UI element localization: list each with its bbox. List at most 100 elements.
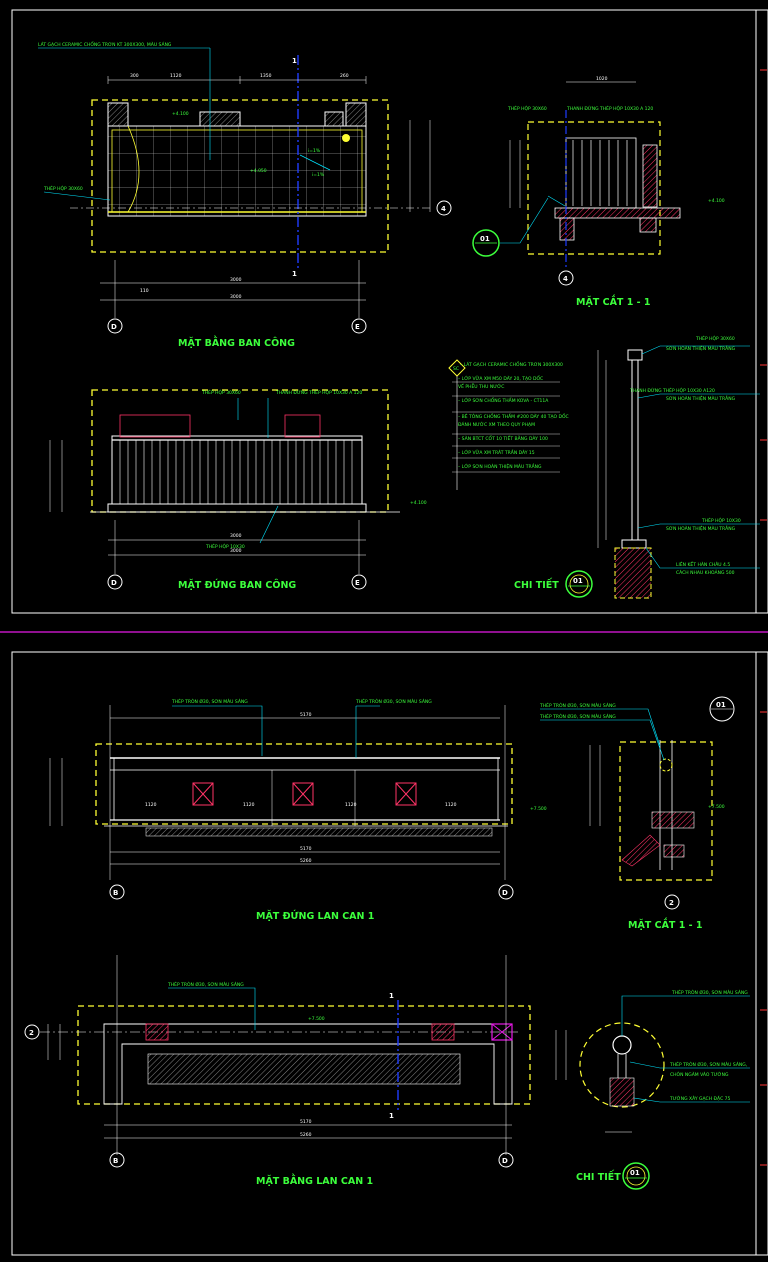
railing-detail-note-1: THÉP TRÒN Ø30, SƠN MÀU SÁNG [671, 988, 748, 996]
grid-bubble-2-sec: 2 [664, 894, 680, 910]
section-level: +4.100 [708, 198, 725, 204]
sheet1-titleblock [755, 9, 768, 614]
railing-elev-level: +7.500 [530, 806, 547, 812]
railing-sec-note-2: THÉP TRÒN Ø30, SƠN MÀU SÁNG [539, 712, 616, 720]
layer-item-5: – BÊ TÔNG CHỐNG THẤM #200 DÀY 40 TẠO DỐC [458, 412, 569, 420]
svg-text:1120: 1120 [345, 802, 357, 808]
section-title: MẶT CẮT 1 - 1 [576, 295, 650, 308]
layer-item-4: – LỚP SƠN CHỐNG THẤM KOVA - CT11A [458, 396, 549, 404]
section-steel-note: THÉP HỘP 30X60 [507, 104, 547, 112]
svg-text:D: D [502, 1157, 508, 1165]
svg-text:1120: 1120 [145, 802, 157, 808]
svg-text:3000: 3000 [230, 277, 242, 283]
detail-bubble-railing-sec: 01 [709, 696, 735, 722]
layer-item-3: VỀ PHỄU THU NƯỚC [458, 382, 504, 390]
railing-detail-note-4: TƯỜNG XÂY GẠCH ĐẶC 75 [669, 1095, 731, 1102]
svg-text:1350: 1350 [260, 73, 272, 79]
detail-bubble-section: 01 [472, 229, 500, 257]
detail-note-5: THÉP HỘP 10X30 [701, 516, 741, 524]
railing-detail-note-3: CHÔN NGÀM VÀO TƯỜNG [670, 1071, 729, 1078]
detail-bubble: 01 [565, 570, 593, 598]
svg-text:01: 01 [480, 235, 490, 243]
balcony-detail [597, 345, 760, 599]
railing-openings [192, 782, 417, 806]
railing-plan-level: +7.500 [308, 1016, 325, 1022]
svg-text:5170: 5170 [300, 712, 312, 718]
svg-text:3000: 3000 [230, 533, 242, 539]
detail-note-4: SƠN HOÀN THIỆN MÀU TRẮNG [666, 394, 736, 402]
railing-plan-note: THÉP TRÒN Ø30, SƠN MÀU SÁNG [167, 980, 244, 988]
detail-note-8: CÁCH NHAU KHOẢNG 500 [676, 568, 735, 576]
section-bars-note: THANH ĐỨNG THÉP HỘP 10X30 A 120 [566, 104, 653, 112]
svg-text:1020: 1020 [596, 76, 608, 82]
elev-level: +4.100 [410, 500, 427, 506]
railing-detail [555, 995, 750, 1133]
railing-plan-cut-bottom: 1 [389, 1112, 394, 1120]
railing-plan-title: MẶT BẰNG LAN CAN 1 [256, 1174, 373, 1187]
railing-plan-dim-2: 5260 [300, 1132, 312, 1138]
elev-steel-note: THÉP HỘP 30X60 [201, 388, 241, 396]
plan-steel-note: THÉP HỘP 30X60 [43, 184, 83, 192]
layer-item-2: – LỚP VỮA XM M50 DÀY 20, TẠO DỐC [458, 374, 543, 382]
detail-note-3: THANH ĐỨNG THÉP HỘP 10X30 A120 [629, 386, 715, 394]
svg-text:260: 260 [340, 73, 349, 79]
railing-detail-bubble: 01 [622, 1162, 650, 1190]
svg-text:1120: 1120 [243, 802, 255, 808]
plan-slope-1: i=1% [308, 148, 321, 154]
svg-text:D: D [502, 889, 508, 897]
grid-bubble-2-plan: 2 [24, 1024, 40, 1040]
svg-text:110: 110 [140, 288, 149, 294]
svg-text:B: B [113, 889, 118, 897]
detail-note-2: SƠN HOÀN THIỆN MÀU TRẮNG [666, 344, 736, 352]
layer-badge: SC [453, 366, 459, 372]
grid-bubble-b-plan: B [109, 1152, 125, 1168]
plan-slope-2: i=1% [312, 172, 325, 178]
railing-elev-title: MẶT ĐỨNG LAN CAN 1 [256, 910, 374, 922]
railing-plan-cut-top: 1 [389, 992, 394, 1000]
svg-text:01: 01 [573, 577, 583, 585]
railing-elevation: 5170 1120 1120 1120 1120 [49, 705, 513, 880]
svg-text:2: 2 [669, 899, 674, 907]
layer-item-1: – LÁT GẠCH CERAMIC CHỐNG TRƠN 300X300 [460, 360, 563, 368]
balcony-elevation: 3000 3000 [49, 389, 400, 574]
elev-bottom-note: THÉP HỘP 10X30 [205, 542, 245, 550]
plan-steel-leader [43, 191, 111, 201]
layer-item-9: – LỚP SƠN HOÀN THIỆN MÀU TRẮNG [458, 462, 542, 470]
svg-text:E: E [355, 323, 360, 331]
railing-sec-level: +7.500 [708, 804, 725, 810]
railing-detail-note-2: THÉP TRÒN Ø30, SƠN MÀU SÁNG, [669, 1060, 747, 1068]
svg-text:D: D [111, 579, 117, 587]
railing-elev-note-2: THÉP TRÒN Ø30, SƠN MÀU SÁNG [355, 697, 432, 705]
grid-bubble-d-elev: D [107, 574, 123, 590]
svg-text:300: 300 [130, 73, 139, 79]
grid-bubble-e-elev: E [351, 574, 367, 590]
layer-legend [448, 359, 560, 490]
railing-elev-dim-1: 5170 [300, 846, 312, 852]
svg-text:D: D [111, 323, 117, 331]
section-1-1: 1020 [500, 76, 681, 270]
plan-title: MẶT BẰNG BAN CÔNG [178, 336, 295, 349]
grid-bubble-b-elev: B [109, 884, 125, 900]
layer-item-6: ĐÁNH NƯỚC XM THEO QUY PHẠM [458, 421, 535, 428]
railing-sec-note-1: THÉP TRÒN Ø30, SƠN MÀU SÁNG [539, 701, 616, 709]
layer-item-7: – SÀN BTCT CỐT 10 TIẾT BẰNG DÀY 100 [458, 434, 548, 442]
detail-note-7: LIÊN KẾT HÀN CHÂU 4.5 [676, 560, 730, 568]
detail-note-1: THÉP HỘP 30X60 [695, 334, 735, 342]
grid-bubble-4-section: 4 [558, 270, 574, 286]
elev-title: MẶT ĐỨNG BAN CÔNG [178, 579, 296, 591]
svg-text:01: 01 [716, 701, 726, 709]
plan-tile-note: LÁT GẠCH CERAMIC CHỐNG TRƠN KT 300X300, … [38, 40, 172, 48]
railing-sec-title: MẶT CẮT 1 - 1 [628, 918, 702, 931]
elev-bars-note: THANH ĐỨNG THÉP HỘP 10X30 A 120 [275, 388, 362, 396]
titleblock-marks [760, 69, 767, 1166]
layer-item-8: – LỚP VỮA XM TRÁT TRẦN DÀY 15 [458, 448, 535, 456]
svg-text:1120: 1120 [445, 802, 457, 808]
railing-plan-dim-1: 5170 [300, 1119, 312, 1125]
plan-level-2: +4.050 [250, 168, 267, 174]
grid-bubble-d-plan: D [107, 318, 123, 334]
plan-cut-bottom: 1 [292, 270, 297, 278]
svg-text:3000: 3000 [230, 294, 242, 300]
plan-level-1: +4.100 [172, 111, 189, 117]
svg-text:3000: 3000 [230, 548, 242, 554]
